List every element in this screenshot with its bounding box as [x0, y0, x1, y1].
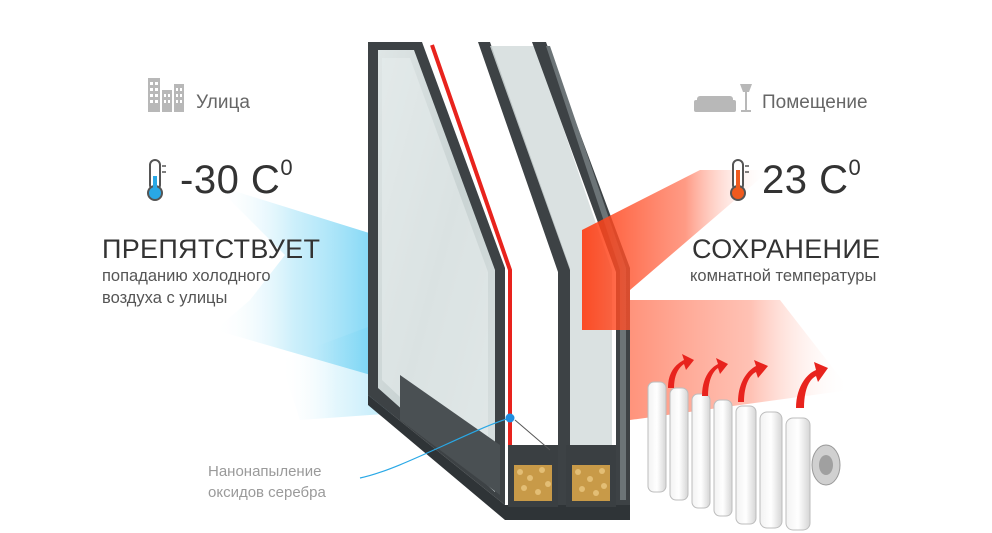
inside-temperature: 23 C0	[762, 154, 862, 203]
coating-label-line1: Нанонапыление	[208, 463, 322, 480]
inside-headline: СОХРАНЕНИЕ	[692, 234, 881, 264]
inside-temperature-sup: 0	[848, 154, 862, 180]
double-glazed-unit	[368, 42, 630, 520]
outside-description-line1: попаданию холодного	[102, 267, 271, 285]
inside-description: комнатной температуры	[690, 267, 877, 285]
outside-temperature-sup: 0	[280, 154, 294, 180]
thermometer-warm-icon	[730, 159, 749, 201]
building-icon	[148, 78, 184, 112]
heat-arrows	[668, 354, 828, 408]
outside-temperature: -30 C0	[180, 154, 294, 203]
coating-label-line2: оксидов серебра	[208, 484, 326, 501]
outside-temperature-value: -30 C	[180, 158, 281, 202]
silver-oxide-coating-line	[430, 44, 512, 500]
radiator	[647, 381, 841, 531]
inside-temperature-value: 23 C	[762, 158, 849, 202]
warm-air-beam	[582, 170, 770, 330]
coating-pointer-dot	[505, 413, 515, 423]
sofa-lamp-icon	[694, 84, 752, 112]
outside-label: Улица	[196, 92, 250, 113]
inside-label: Помещение	[762, 92, 868, 113]
coating-pointer-line	[359, 417, 511, 479]
thermometer-cold-icon	[147, 159, 166, 201]
outside-headline: ПРЕПЯТСТВУЕТ	[102, 234, 321, 264]
outside-description-line2: воздуха с улицы	[102, 289, 228, 307]
